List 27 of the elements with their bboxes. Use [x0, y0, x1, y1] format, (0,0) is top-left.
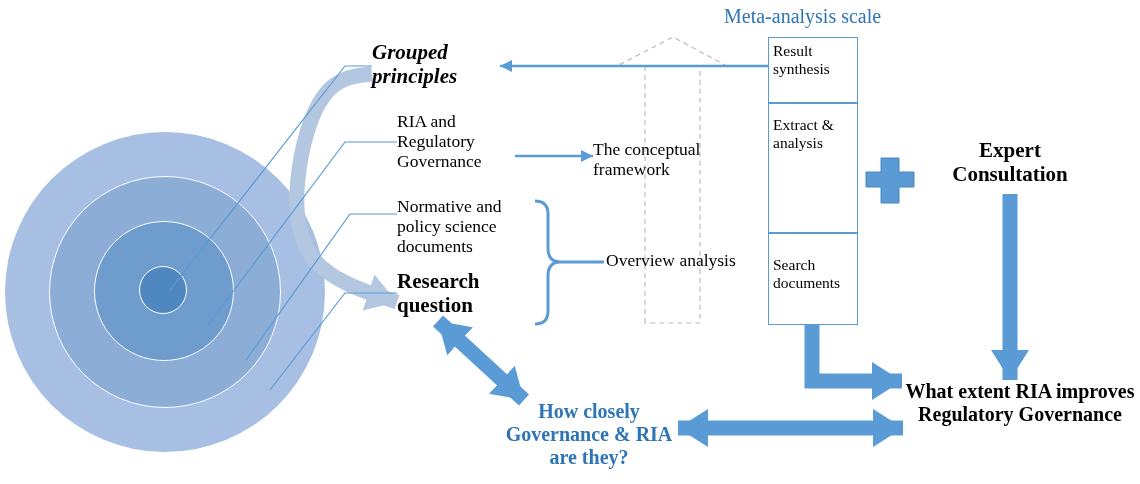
block-arrow	[991, 194, 1029, 380]
column-heading: Meta-analysis scale	[724, 5, 882, 28]
heading-text: Expert Consultation	[951, 138, 1069, 187]
label-text: Normative and policy science documents	[397, 196, 503, 257]
heading-text: Research question	[397, 269, 481, 318]
label-text: RIA and Regulatory Governance	[397, 111, 483, 172]
step-box	[768, 233, 858, 325]
step-box	[768, 103, 858, 233]
leader-line	[207, 141, 398, 326]
box-label: Search documents	[773, 256, 842, 292]
block-arrow	[289, 66, 400, 311]
block-arrow	[432, 315, 530, 406]
outcome-text: What extent RIA improves Regulatory Governance	[904, 380, 1136, 426]
question-text: How closely Governance & RIA are they?	[504, 400, 674, 469]
leader-line	[269, 292, 398, 391]
arrow	[515, 150, 593, 162]
box-label: Result synthesis	[773, 42, 831, 78]
center-circle	[139, 266, 187, 314]
leader-line	[169, 65, 373, 291]
block-arrow	[678, 409, 903, 447]
label-text: Overview analysis	[606, 250, 737, 271]
arrow	[500, 60, 768, 72]
heading-text: Grouped principles	[372, 40, 459, 89]
box-label: Extract & analysis	[773, 116, 835, 152]
leader-line	[245, 213, 398, 361]
step-box	[768, 37, 858, 103]
label-text: The conceptual framework	[593, 139, 702, 180]
